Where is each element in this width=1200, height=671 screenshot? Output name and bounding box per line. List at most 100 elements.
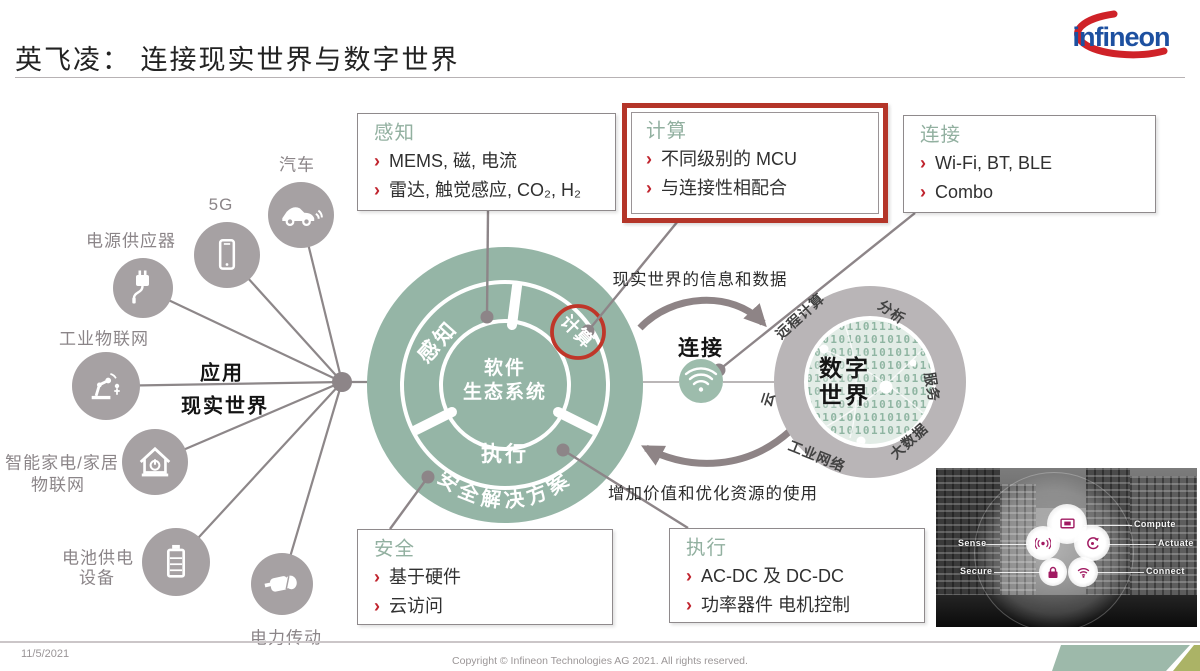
svg-text:001001010110101010: 001001010110101010 [798, 424, 944, 437]
sense-bullet-1: MEMS, 磁, 电流 [389, 151, 518, 171]
smart-home-label-1: 智能家电/家居 [5, 453, 119, 473]
battery-node [142, 528, 210, 596]
flow-arrows [637, 296, 793, 467]
compute-bullet-2: 与连接性相配合 [661, 178, 787, 198]
box-connectors [389, 210, 916, 530]
ring-center-line1: 软件 [483, 358, 527, 379]
digital-world-label: 数字 世界 [819, 355, 871, 409]
title-rule [15, 77, 1185, 78]
power-supply-label: 电源供应器 [86, 231, 176, 251]
ring-center-line2: 生态系统 [462, 382, 548, 403]
binary-texture: 011010110111010110 101010101010101011 11… [798, 320, 944, 444]
sense-box-title: 感知 [374, 122, 416, 144]
actuate-bullet-1: AC-DC 及 DC-DC [701, 566, 844, 586]
bullet-chevron-icon: › [920, 153, 926, 173]
ring-dividers [411, 281, 599, 435]
city-secure-bubble [1039, 558, 1067, 586]
footer-sage-shape [1052, 645, 1190, 671]
bullet-chevron-icon: › [920, 182, 926, 202]
digital-world-line2: 世界 [819, 382, 871, 408]
bullet-chevron-icon: › [686, 595, 692, 615]
hub-dot [332, 372, 352, 392]
wifi-icon [684, 367, 718, 386]
industrial-iot-label: 工业物联网 [59, 329, 149, 349]
ring-segment-actuate: 执行 [481, 443, 529, 466]
motor-node [251, 553, 313, 615]
digital-world-ring: 011010110111010110 101010101010101011 11… [774, 286, 966, 478]
battery-icon [166, 544, 186, 578]
bullet-chevron-icon: › [374, 567, 380, 587]
footer-copyright: Copyright © Infineon Technologies AG 202… [452, 655, 748, 667]
hub-lines [105, 214, 370, 585]
bullet-chevron-icon: › [374, 180, 380, 200]
car-icon [282, 207, 323, 226]
bullet-chevron-icon: › [374, 151, 380, 171]
ring-center-label: 软件 生态系统 [463, 357, 547, 405]
logo-swoosh [1074, 10, 1168, 59]
robot-arm-icon [91, 373, 120, 400]
actuate-box-title: 执行 [686, 537, 728, 559]
phone-node [194, 222, 260, 288]
bullet-chevron-icon: › [646, 178, 652, 198]
svg-text:010101001010101101: 010101001010101101 [798, 411, 944, 424]
smart-home-label-2: 物联网 [31, 475, 85, 495]
bullet-chevron-icon: › [646, 149, 652, 169]
compute-highlight-circle [550, 304, 606, 360]
wifi-small-icon [1077, 567, 1089, 578]
security-box: 安全 › 基于硬件 › 云访问 [357, 529, 613, 625]
infineon-logo: infineon [1073, 10, 1170, 59]
svg-text:101010101010101011: 101010101010101011 [798, 333, 944, 346]
5g-label: 5G [208, 195, 234, 214]
city-secure-label: Secure [960, 566, 993, 576]
drive-label: 电力传动 [250, 628, 322, 648]
sense-bullet-2: 雷达, 触觉感应, CO₂, H₂ [389, 180, 581, 200]
security-box-title: 安全 [374, 538, 416, 560]
smart-home-node [122, 429, 188, 495]
wifi-node [679, 359, 723, 403]
city-connect-bubble [1068, 557, 1098, 587]
city-photo: Sense Compute Actuate Secure Connect [936, 468, 1197, 627]
compute-box-title: 计算 [646, 120, 688, 142]
city-sense-label: Sense [958, 538, 987, 548]
hub-label-real-world: 现实世界 [181, 395, 269, 418]
real-world-ring: 安全解决方案 [367, 247, 643, 523]
page-title: 英飞凌： 连接现实世界与数字世界 [15, 45, 460, 75]
compute-bullet-1: 不同级别的 MCU [661, 149, 797, 169]
compute-box: 计算 › 不同级别的 MCU › 与连接性相配合 [631, 112, 879, 214]
lock-icon [1048, 566, 1058, 578]
actuate-icon [1086, 536, 1099, 549]
svg-text:101010110101010110: 101010110101010110 [798, 398, 944, 411]
network-dots [819, 344, 917, 444]
car-node [268, 182, 334, 248]
security-bullet-2: 云访问 [389, 596, 443, 616]
flow-to-digital-label: 现实世界的信息和数据 [612, 271, 788, 289]
sense-box: 感知 › MEMS, 磁, 电流 › 雷达, 触觉感应, CO₂, H₂ [357, 113, 616, 211]
compute-box-highlight: 计算 › 不同级别的 MCU › 与连接性相配合 [622, 103, 888, 223]
footer-date: 11/5/2021 [21, 648, 70, 660]
hub-label-application: 应用 [200, 362, 244, 385]
bullet-chevron-icon: › [686, 566, 692, 586]
city-compute-label: Compute [1134, 519, 1176, 529]
smartphone-icon [218, 239, 236, 270]
svg-text:101011010101101010: 101011010101101010 [798, 372, 944, 385]
connector-dots [421, 310, 726, 484]
power-supply-node [113, 258, 173, 318]
city-actuate-label: Actuate [1158, 538, 1194, 548]
connect-box-title: 连接 [920, 124, 962, 146]
city-actuate-bubble [1074, 525, 1110, 561]
smart-home-icon [139, 446, 171, 477]
connect-box: 连接 ›Wi-Fi, BT, BLE ›Combo [903, 115, 1156, 213]
city-connect-label: Connect [1146, 566, 1185, 576]
logo-wordmark: infineon [1073, 22, 1170, 52]
flow-to-real-label: 增加价值和优化资源的使用 [608, 485, 818, 503]
motor-icon [264, 575, 297, 592]
svg-text:010110101101010101: 010110101101010101 [798, 359, 944, 372]
actuate-bullet-2: 功率器件 电机控制 [701, 595, 851, 615]
compute-icon [1059, 518, 1075, 529]
sense-icon [1035, 537, 1051, 549]
bullet-chevron-icon: › [374, 596, 380, 616]
actuate-box: 执行 › AC-DC 及 DC-DC › 功率器件 电机控制 [669, 528, 925, 623]
security-bullet-1: 基于硬件 [389, 567, 461, 587]
battery-label-1: 电池供电 [62, 548, 134, 568]
